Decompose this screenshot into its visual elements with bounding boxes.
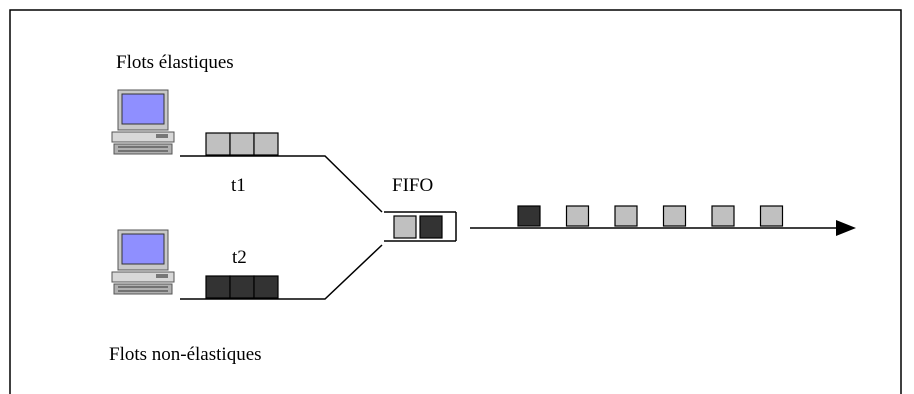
packet-t1 — [205, 132, 231, 156]
elastic-flows-label: Flots élastiques — [116, 52, 234, 73]
packet-output — [759, 205, 784, 227]
packet-t2 — [253, 275, 279, 299]
fifo-queue — [384, 211, 457, 242]
packet-output — [662, 205, 687, 227]
t2-label: t2 — [232, 247, 247, 268]
packet-output — [517, 205, 541, 227]
packet-output — [711, 205, 735, 227]
computer-icon — [111, 229, 175, 295]
packet-fifo — [393, 215, 417, 239]
packet-output — [614, 205, 638, 227]
packet-t1 — [253, 132, 279, 156]
packet-t2 — [229, 275, 255, 299]
t1-label: t1 — [231, 175, 246, 196]
packet-t2 — [205, 275, 231, 299]
packet-output — [565, 205, 590, 227]
computer-icon — [111, 89, 175, 155]
packet-fifo — [419, 215, 443, 239]
nonelastic-flows-label: Flots non-élastiques — [109, 344, 262, 365]
flow-t2-link — [180, 244, 383, 300]
packet-t1 — [229, 132, 255, 156]
flow-t1-link — [180, 155, 383, 213]
fifo-label: FIFO — [392, 175, 434, 196]
frame-border — [9, 9, 902, 394]
arrow-head-icon — [836, 220, 856, 236]
